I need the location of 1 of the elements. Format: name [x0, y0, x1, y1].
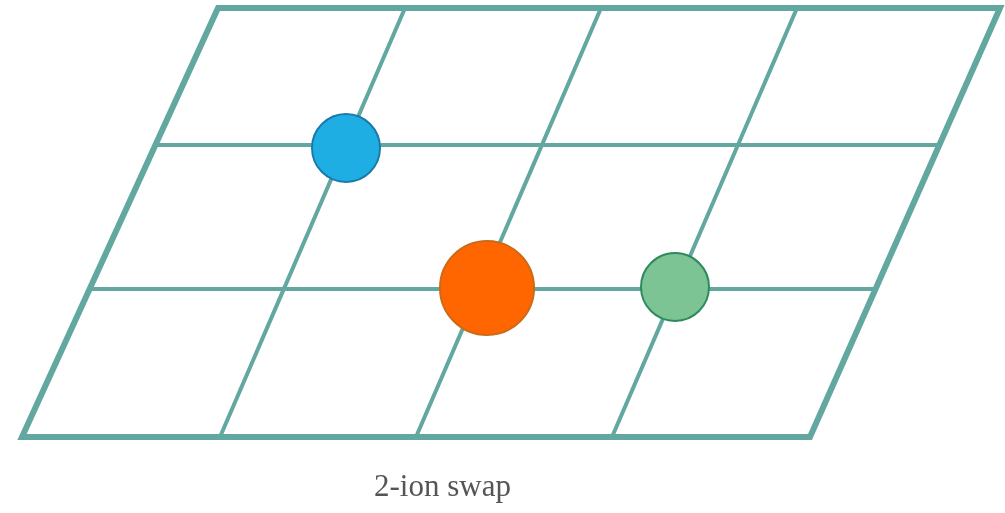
caption: 2-ion swap [373, 468, 512, 504]
